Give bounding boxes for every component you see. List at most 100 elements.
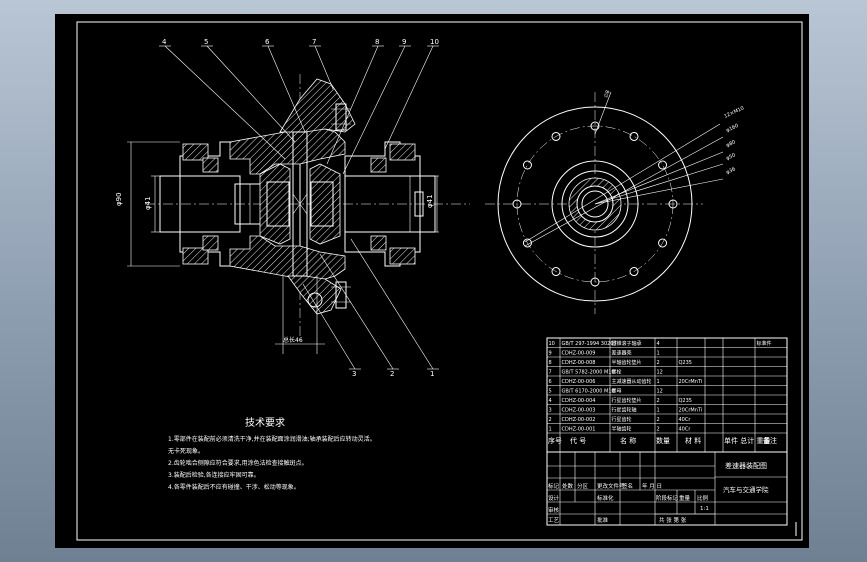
tech-requirements-title: 技术要求 (245, 416, 285, 429)
balloon-leaders-top (164, 45, 434, 175)
dim-left-inner: φ41 (144, 196, 152, 210)
bolt-hole (668, 199, 678, 209)
bolt-hole (522, 238, 532, 248)
parts-cell: GB/T 5782-2000 M10 (562, 370, 615, 376)
tb-mark: 标记 (548, 482, 560, 490)
parts-cell: 12 (657, 389, 663, 395)
tb-scale: 比例 (697, 494, 709, 502)
bolt-holes (512, 121, 678, 287)
parts-cell: 1 (657, 408, 660, 414)
bolt-hole (512, 199, 522, 209)
parts-cell: 半轴齿轮垫片 (612, 359, 642, 366)
balloon-label: 2 (390, 370, 394, 378)
parts-cell: GB/T 297-1994 30207 (562, 341, 617, 347)
tb-date: 年 月 日 (642, 482, 662, 490)
parts-cell: Q235 (679, 398, 692, 404)
tb-count: 处数 (562, 482, 574, 490)
parts-cell: CDHZ-00-006 (562, 379, 596, 385)
bolt-hole (590, 121, 600, 131)
parts-cell: 半轴齿轮 (612, 426, 632, 433)
dim-bottom-length: 总长46 (283, 336, 303, 344)
parts-cell: CDHZ-00-009 (562, 351, 596, 357)
tb-review: 审核 (548, 506, 560, 514)
tech-req-item-3: 2.齿轮啮合侧隙应符合要求,用涂色法检查接触斑点。 (168, 459, 308, 467)
parts-cell: 2 (549, 417, 552, 423)
balloon-label: 3 (352, 370, 356, 378)
tech-requirements: 技术要求 1.零部件在装配前必须清洗干净,并在装配面涂润滑油;轴承装配后应转动灵… (168, 416, 376, 491)
parts-cell: 2 (657, 398, 660, 404)
tb-drawing-name: 差速器装配图 (725, 461, 767, 470)
bolt-hole (658, 160, 668, 170)
tech-req-item-4: 3.装配后检验,各连接应牢固可靠。 (168, 471, 260, 479)
parts-header: 数量 (656, 436, 670, 445)
balloon-label: 4 (162, 38, 167, 46)
parts-cell: 主减速器从动齿轮 (612, 378, 652, 385)
parts-cell: 8 (549, 360, 552, 366)
parts-cell: 12 (657, 370, 663, 376)
bolt-hole (522, 160, 532, 170)
drawing-border (76, 21, 803, 541)
svg-text:∅8: ∅8 (603, 90, 611, 99)
svg-text:φ36: φ36 (725, 166, 736, 176)
parts-cell: 5 (549, 389, 552, 395)
parts-cell: 4 (549, 398, 552, 404)
parts-cell: 7 (549, 370, 552, 376)
parts-cell: 行星齿轮垫片 (612, 397, 642, 404)
parts-cell: 3 (549, 408, 552, 414)
parts-header: 名 称 (620, 436, 636, 445)
parts-cell: CDHZ-00-002 (562, 417, 596, 423)
dim-left-height: φ90 (115, 192, 123, 206)
parts-cell: 40Cr (679, 427, 692, 433)
balloon-label: 7 (312, 38, 316, 46)
parts-cell: CDHZ-00-003 (562, 408, 596, 414)
parts-cell: 2 (657, 360, 660, 366)
parts-header: 单件 总计 重量 (724, 436, 770, 445)
svg-text:φ80: φ80 (725, 139, 736, 149)
parts-cell: 1 (657, 351, 660, 357)
balloon-label: 1 (430, 370, 434, 378)
tb-sheet-info: 共 张 第 张 (659, 516, 687, 524)
balloons-bottom: 3 2 1 (349, 368, 439, 378)
tb-change-doc: 更改文件号 (597, 482, 625, 490)
parts-cell: 标准件 (757, 340, 772, 347)
balloon-label: 6 (265, 38, 270, 46)
tech-req-item-5: 4.各零件装配后不应有碰撞、干涉、松动等现象。 (168, 483, 300, 491)
parts-header: 代 号 (570, 436, 586, 445)
parts-cell: 螺栓 (612, 369, 622, 376)
parts-cell: 10 (549, 341, 555, 347)
tb-zone: 分区 (577, 482, 589, 490)
tb-approve: 批准 (597, 516, 609, 524)
svg-text:12×M10: 12×M10 (723, 105, 745, 119)
parts-cell: 1 (549, 427, 552, 433)
balloon-leaders-bottom (302, 238, 434, 370)
parts-cell: CDHZ-00-008 (562, 360, 596, 366)
parts-cell: 6 (549, 379, 552, 385)
tb-stage-mark: 阶段标记 (656, 494, 679, 502)
parts-cell: 2 (657, 417, 660, 423)
tb-process: 工艺 (548, 517, 560, 524)
tb-weight: 重量 (679, 494, 691, 502)
tb-design: 设计 (548, 494, 560, 502)
bolt-hole (590, 277, 600, 287)
parts-cell: 2 (657, 427, 660, 433)
parts-header: 序号 (548, 436, 562, 445)
parts-cell: 行星齿轮 (612, 416, 632, 423)
parts-cell: Q235 (679, 360, 692, 366)
bolt-hole (629, 267, 639, 277)
tb-school: 汽车与交通学院 (723, 485, 769, 494)
parts-header: 材 料 (685, 436, 701, 445)
title-block: 标记 处数 分区 更改文件号 签名 年 月 日 设计 标准化 阶段标记 重量 比… (546, 451, 788, 526)
bolt-hole (551, 131, 561, 141)
parts-cell: 9 (549, 351, 552, 357)
parts-cell: 1 (657, 379, 660, 385)
end-view: ∅8 12×M10 φ160 φ80 φ50 φ36 (485, 90, 745, 314)
parts-cell: 40Cr (679, 417, 692, 423)
parts-cell: GB/T 6170-2000 M10 (562, 389, 615, 395)
bolt-hole (658, 238, 668, 248)
svg-text:φ50: φ50 (725, 152, 736, 162)
